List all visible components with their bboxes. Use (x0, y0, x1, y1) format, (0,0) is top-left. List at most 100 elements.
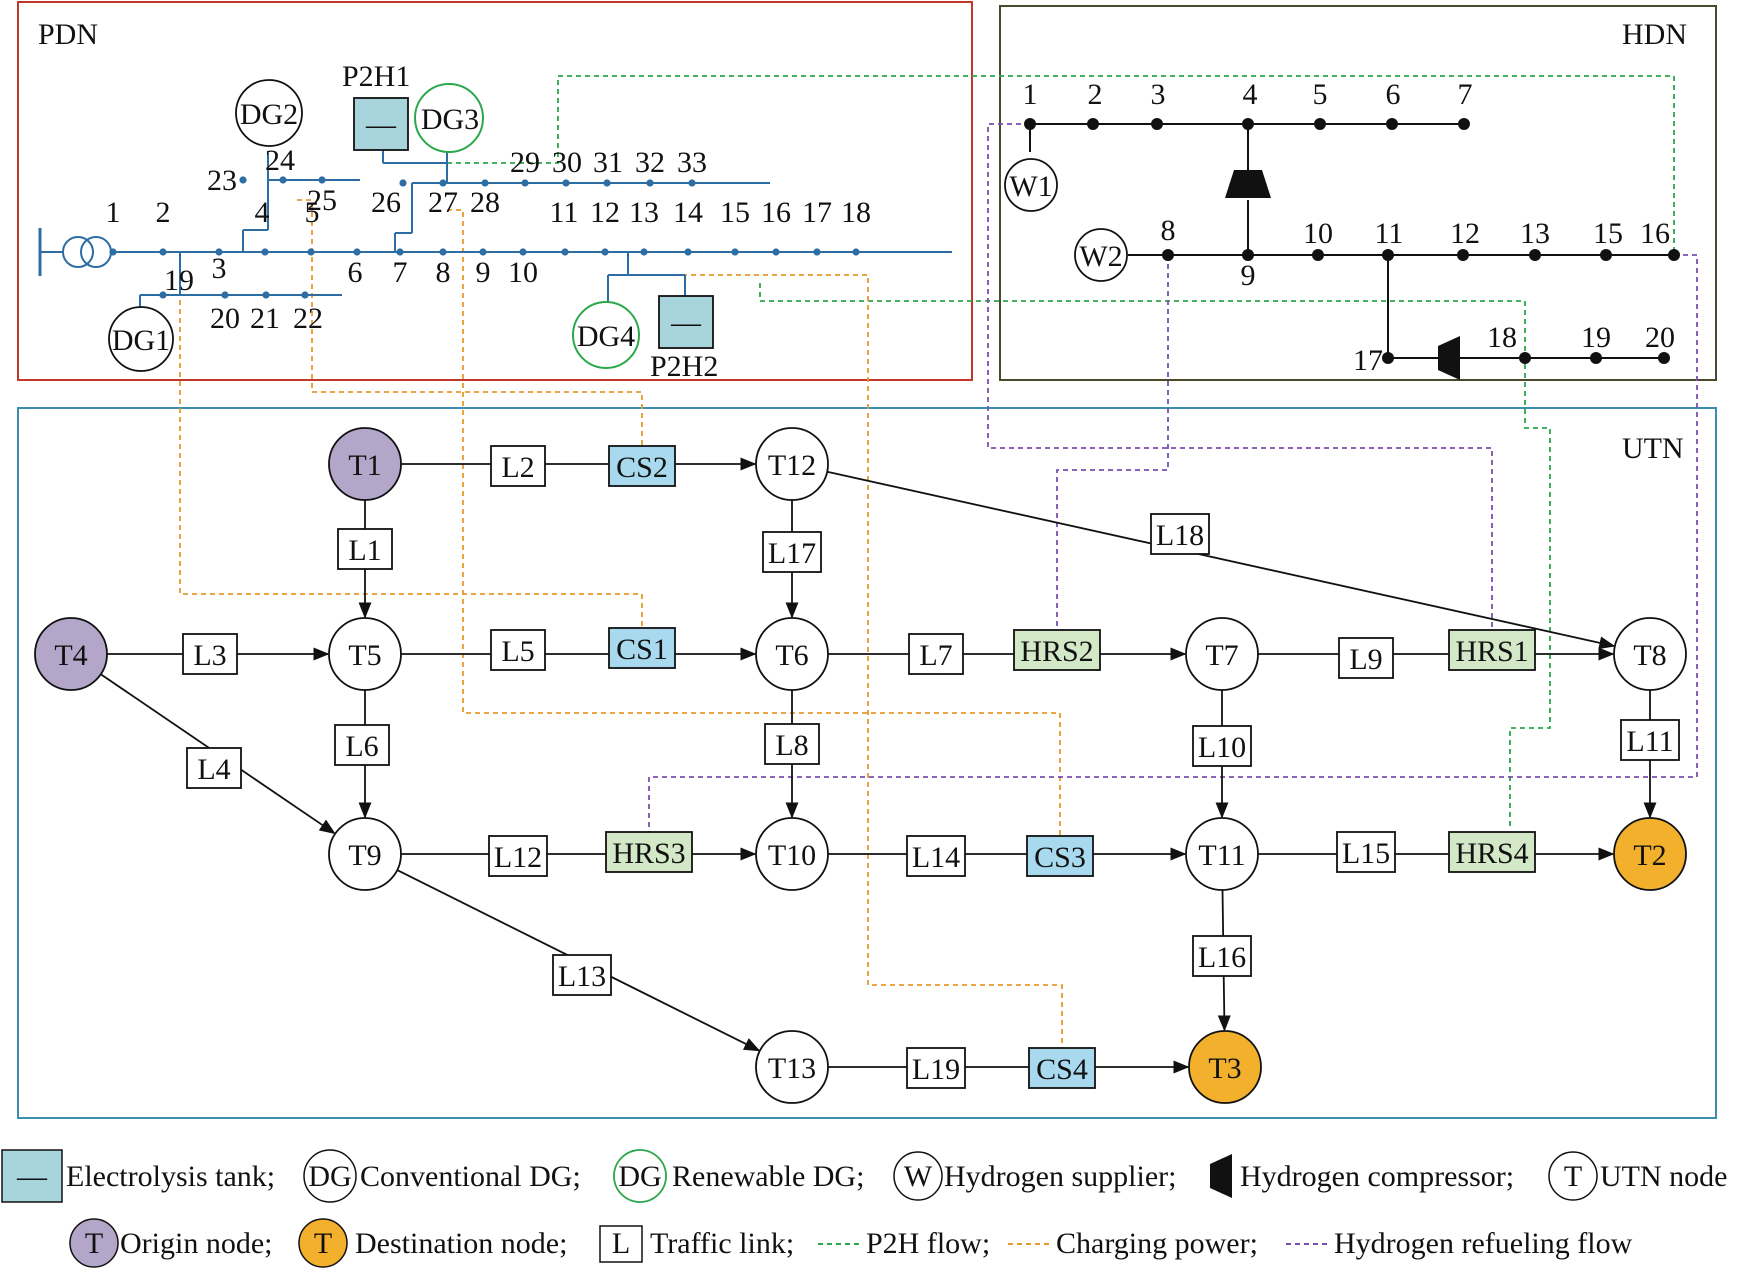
pdn-bus (439, 248, 447, 256)
pdn-bus-label: 32 (635, 146, 665, 179)
pdn-bus-label: 7 (393, 256, 408, 289)
pdn-bus-label: 30 (552, 146, 582, 179)
pdn-bus-label: 21 (250, 302, 280, 335)
pdn-bus (688, 179, 696, 187)
traffic-link-l3: L3 (182, 633, 238, 675)
dg-label: DG1 (112, 324, 170, 357)
hdn-node (1314, 118, 1326, 130)
pdn-bus (603, 179, 611, 187)
pdn-bus (239, 176, 247, 184)
hdn-node (1382, 249, 1394, 261)
pdn-bus-label: 11 (550, 196, 579, 229)
utn-node-label: T9 (348, 839, 381, 872)
svg-text:—: — (16, 1160, 48, 1193)
svg-text:Electrolysis tank;: Electrolysis tank; (66, 1160, 275, 1193)
pdn-bus (109, 248, 117, 256)
hdn-node-label: 10 (1303, 217, 1333, 250)
pdn-bus-label: 5 (305, 196, 320, 229)
pdn-bus (353, 248, 361, 256)
traffic-link-l9: L9 (1338, 637, 1394, 679)
utn-node-label: T4 (54, 639, 87, 672)
hdn-node (1457, 249, 1469, 261)
hrs-label: HRS3 (612, 837, 685, 870)
hrs-label: HRS4 (1455, 837, 1528, 870)
svg-text:DG: DG (308, 1160, 351, 1193)
traffic-link-l16: L16 (1192, 935, 1252, 977)
utn-node-label: T6 (775, 639, 808, 672)
pdn-bus (261, 248, 269, 256)
charging-power-line (628, 274, 1063, 1052)
pdn-bus-label: 28 (470, 186, 500, 219)
hdn-node-label: 13 (1520, 217, 1550, 250)
pdn-bus-label: 8 (436, 256, 451, 289)
svg-text:Renewable DG;: Renewable DG; (672, 1160, 864, 1193)
coupling-flows (179, 75, 1698, 1052)
pdn-bus-label: 16 (761, 196, 791, 229)
hdn-node-label: 3 (1151, 78, 1166, 111)
hdn-node-label: 18 (1487, 321, 1517, 354)
pdn-bus (221, 291, 229, 299)
utn-node-label: T7 (1205, 639, 1238, 672)
electrolysis-tank-icon (353, 97, 409, 151)
hydrogen-compressor-icon (1210, 1154, 1232, 1198)
traffic-link-label: L3 (193, 639, 226, 672)
traffic-link-label: L19 (912, 1053, 960, 1086)
charging-power-line (179, 300, 643, 630)
legend-renewable-dg: DG Renewable DG; (613, 1149, 864, 1203)
utn-node-label: T10 (768, 839, 816, 872)
pdn-bus (561, 248, 569, 256)
tank-symbol: — (365, 108, 397, 141)
hydrogen-compressor-icon (1438, 336, 1460, 380)
utn-edges (100, 457, 1657, 1074)
charging-power-line (447, 209, 1061, 838)
hdn-node-label: 19 (1581, 321, 1611, 354)
pdn-bus (159, 248, 167, 256)
p2h-label: P2H2 (650, 350, 718, 383)
pdn-bus-label: 1 (106, 196, 121, 229)
utn-node-t10: T10 (755, 817, 829, 891)
pdn-bus-label: 33 (677, 146, 707, 179)
legend-traffic-link: L Traffic link; (599, 1225, 794, 1263)
hdn-node (1024, 118, 1036, 130)
pdn-bus (731, 248, 739, 256)
pdn-bus-label: 26 (371, 186, 401, 219)
pdn-bus-label: 4 (255, 196, 270, 229)
traffic-link-l11: L11 (1620, 719, 1680, 761)
utn-node-label: T13 (768, 1052, 816, 1085)
svg-text:Conventional DG;: Conventional DG; (360, 1160, 581, 1193)
legend-conventional-dg: DG Conventional DG; (303, 1149, 581, 1203)
supplier-label: W1 (1009, 170, 1052, 203)
pdn-bus-label: 20 (210, 302, 240, 335)
svg-text:Origin node;: Origin node; (120, 1227, 272, 1260)
traffic-link-label: L5 (501, 635, 534, 668)
pdn-bus-label: 27 (428, 186, 458, 219)
pdn-bus-label: 31 (593, 146, 623, 179)
legend: — Electrolysis tank; DG Conventional DG;… (1, 1149, 1727, 1268)
pdn-bus-label: 6 (348, 256, 363, 289)
pdn-bus-label: 24 (265, 144, 295, 177)
p2h-1: — P2H1 (342, 60, 410, 151)
hdn-node-label: 6 (1386, 78, 1401, 111)
hdn-frame (999, 5, 1717, 381)
pdn-bus (159, 291, 167, 299)
transformer-icon (62, 236, 112, 268)
traffic-link-label: L14 (912, 841, 960, 874)
hdn-node-label: 5 (1313, 78, 1328, 111)
utn-node-label: T12 (768, 449, 816, 482)
hdn-node-label: 7 (1458, 78, 1473, 111)
legend-p2h-flow: P2H flow; (818, 1227, 990, 1260)
traffic-link-l8: L8 (764, 723, 820, 765)
traffic-link-l6: L6 (334, 724, 390, 766)
utn-node-t1: T1 (328, 427, 402, 501)
pdn-bus-label: 17 (802, 196, 832, 229)
hdn-node (1312, 249, 1324, 261)
svg-text:T: T (85, 1227, 103, 1260)
hdn-node (1668, 249, 1680, 261)
traffic-link-label: L18 (1156, 519, 1204, 552)
pdn-bus (479, 248, 487, 256)
pdn-bus-label: 15 (720, 196, 750, 229)
pdn-bus-label: 9 (476, 256, 491, 289)
utn-node-t9: T9 (328, 817, 402, 891)
